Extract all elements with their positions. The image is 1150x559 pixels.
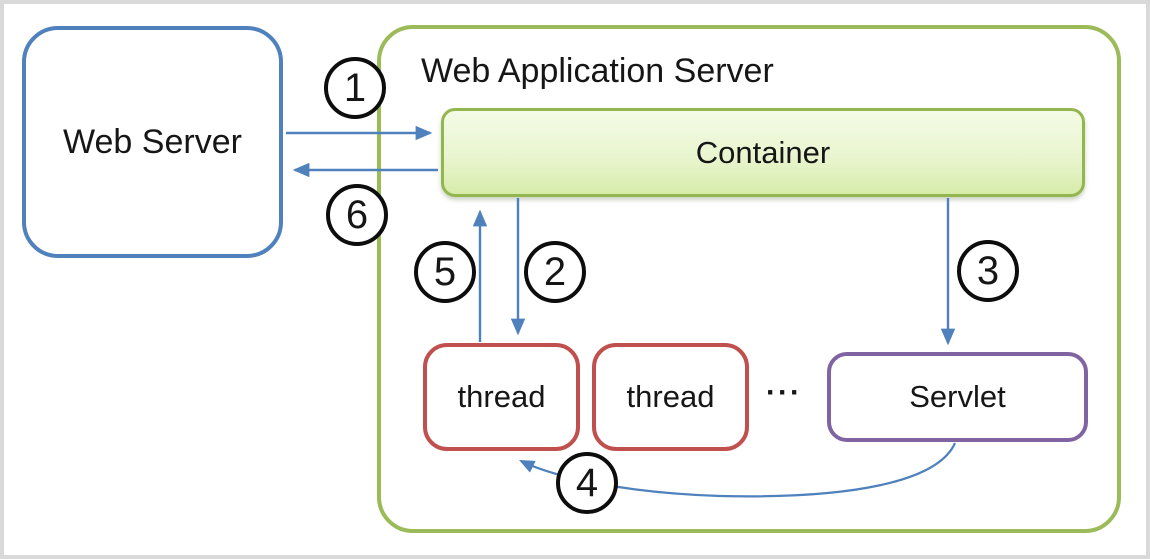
- step-number: 5: [433, 250, 457, 294]
- step-circle-6: 6: [326, 184, 388, 246]
- step-number: 1: [343, 66, 367, 110]
- step-circle-4: 4: [556, 452, 618, 514]
- step-number: 4: [575, 461, 599, 505]
- step-number: 2: [543, 250, 567, 294]
- web-server-box: Web Server: [22, 26, 283, 258]
- thread-label: thread: [626, 379, 715, 414]
- step-circle-2: 2: [524, 241, 586, 303]
- thread-box-1: thread: [423, 343, 580, 451]
- container-box: Container: [441, 108, 1085, 197]
- container-label: Container: [695, 134, 831, 170]
- thread-label: thread: [457, 379, 546, 414]
- step-number: 6: [345, 193, 369, 237]
- thread-box-2: thread: [592, 343, 749, 451]
- step-number: 3: [976, 249, 1000, 293]
- web-server-label: Web Server: [63, 122, 242, 161]
- web-application-server-title: Web Application Server: [421, 52, 774, 90]
- servlet-label: Servlet: [909, 379, 1006, 414]
- more-threads-ellipsis: ···: [766, 376, 802, 409]
- servlet-box: Servlet: [827, 352, 1088, 442]
- step-circle-1: 1: [324, 57, 386, 119]
- web-application-server-box: [377, 25, 1121, 533]
- step-circle-5: 5: [414, 241, 476, 303]
- step-circle-3: 3: [957, 240, 1019, 302]
